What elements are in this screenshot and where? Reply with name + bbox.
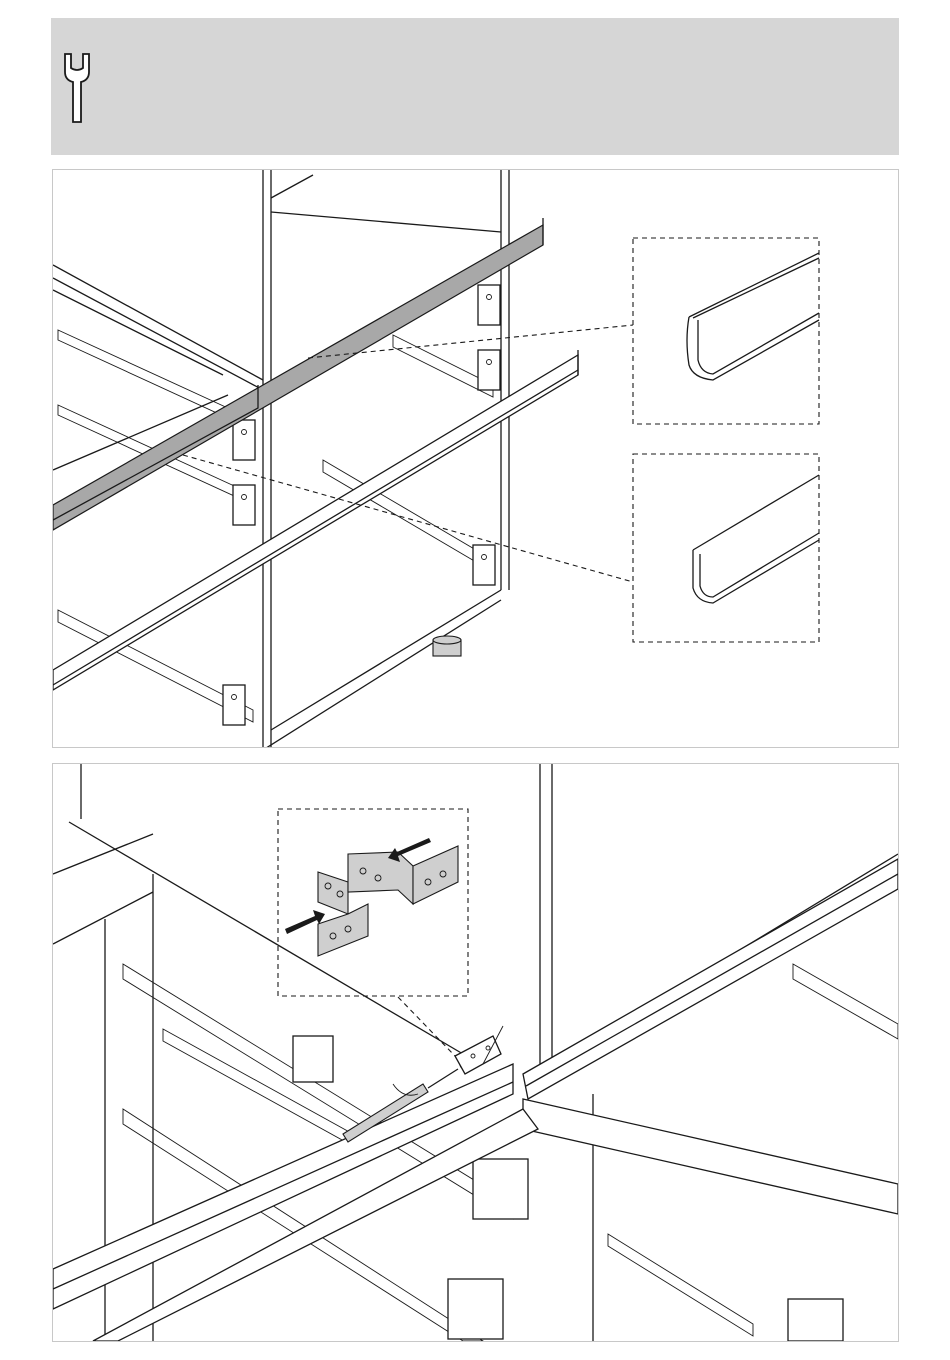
callout-profile-type-a	[633, 238, 819, 424]
highlighted-handle-profile	[53, 218, 543, 530]
drawer-runners-bottom	[123, 964, 898, 1341]
cabinet-foot	[433, 636, 461, 656]
step-panel-connector-mounting	[52, 763, 899, 1342]
callout-profile-type-b	[633, 454, 819, 642]
white-handle-profile	[53, 350, 578, 690]
cabinet-frame	[53, 170, 509, 747]
cabinet-illustration-bottom	[53, 764, 898, 1341]
tool-header-band	[51, 18, 899, 155]
callout-connector-brackets	[278, 809, 468, 996]
wrench-icon	[55, 48, 95, 128]
step-panel-profile-selection	[52, 169, 899, 748]
corner-connector-small	[455, 1036, 501, 1074]
cabinet-illustration-top	[53, 170, 898, 747]
handle-profile-bottom	[53, 859, 898, 1341]
